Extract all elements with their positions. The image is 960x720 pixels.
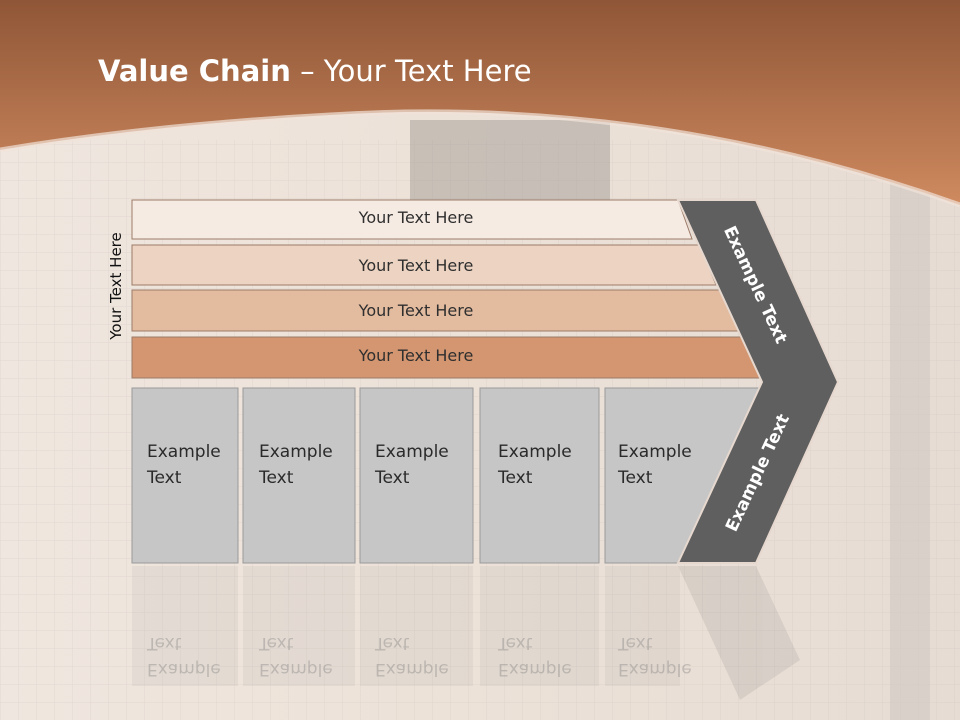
band-2-label: Your Text Here — [358, 256, 474, 275]
box-1 — [131, 387, 239, 564]
title-bold: Value Chain — [98, 54, 291, 88]
band-1 — [131, 199, 693, 240]
box-5-reflection: Example Text — [618, 633, 692, 679]
box-2 — [242, 387, 356, 564]
box-3-label: Example Text — [375, 442, 449, 488]
box-2-reflection: Example Text — [259, 633, 333, 679]
band-4-label: Your Text Here — [358, 346, 474, 365]
box-3-reflection: Example Text — [375, 633, 449, 679]
slide-title: Value Chain – Your Text Here — [98, 54, 532, 88]
box-4 — [479, 387, 600, 564]
band-1-label: Your Text Here — [358, 208, 474, 227]
box-5-label: Example Text — [618, 442, 692, 488]
box-4-label: Example Text — [498, 442, 572, 488]
box-3 — [359, 387, 474, 564]
box-1-reflection: Example Text — [147, 633, 221, 679]
band-3-label: Your Text Here — [358, 301, 474, 320]
box-4-reflection: Example Text — [498, 633, 572, 679]
band-2 — [131, 244, 717, 286]
box-2-label: Example Text — [259, 442, 333, 488]
side-label: Your Text Here — [107, 232, 125, 340]
title-rest: – Your Text Here — [290, 54, 532, 88]
chevron-arrow — [676, 199, 840, 564]
reflection — [132, 566, 800, 700]
box-1-label: Example Text — [147, 442, 221, 488]
